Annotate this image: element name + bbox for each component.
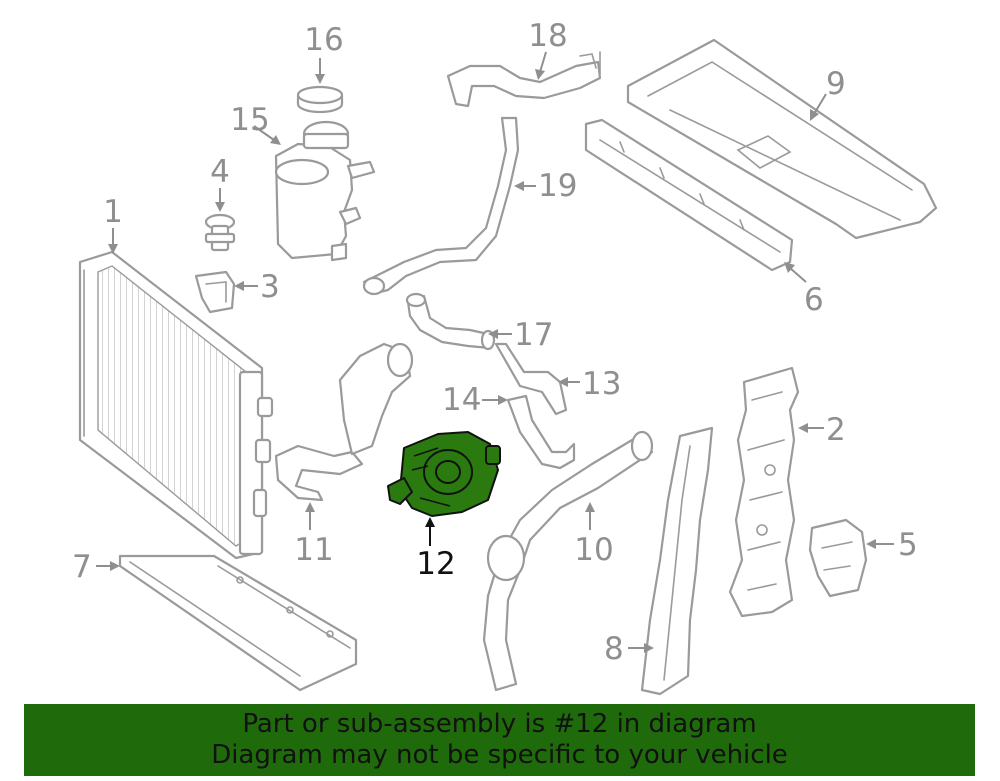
callout-4: 4: [210, 154, 230, 190]
vent-hose-part: [446, 51, 602, 108]
callout-14: 14: [442, 382, 481, 418]
callout-6: 6: [804, 282, 824, 318]
callout-17: 17: [514, 317, 553, 353]
hose-connector-part: [274, 342, 414, 502]
lower-hose-part: [482, 430, 654, 692]
bracket-clip-part: [494, 342, 568, 416]
callout-1: 1: [103, 194, 123, 230]
small-bracket-part: [808, 518, 868, 598]
upper-hose-part: [405, 292, 496, 351]
callout-16: 16: [304, 22, 343, 58]
callout-11: 11: [294, 532, 333, 568]
leader-lines: [96, 51, 894, 653]
callout-12: 12: [416, 546, 455, 582]
strap-part: [506, 394, 576, 470]
banner-line-1: Part or sub-assembly is #12 in diagram: [242, 709, 757, 739]
callout-3: 3: [260, 269, 280, 305]
callout-19: 19: [538, 168, 577, 204]
water-pump-part: [387, 431, 501, 517]
callout-9: 9: [826, 66, 846, 102]
reservoir-cap-part: [296, 85, 344, 114]
cowl-panel-part: [626, 38, 938, 240]
callout-5: 5: [898, 527, 918, 563]
parts-diagram: 1 2 3 4 5 6 7 8 9 10 11 12 13 14 15 16 1…: [72, 18, 938, 696]
callout-2: 2: [826, 412, 846, 448]
info-banner: Part or sub-assembly is #12 in diagram D…: [24, 704, 975, 776]
bleed-line-part: [362, 116, 520, 296]
callout-labels: 1 2 3 4 5 6 7 8 9 10 11 12 13 14 15 16 1…: [72, 18, 918, 667]
reservoir-part: [274, 120, 376, 262]
bracket-part: [728, 366, 800, 618]
fastener-part: [204, 213, 236, 252]
callout-13: 13: [582, 366, 621, 402]
callout-10: 10: [574, 532, 613, 568]
side-seal-part: [640, 426, 714, 696]
callout-15: 15: [230, 102, 269, 138]
air-guide-part: [118, 554, 358, 692]
shroud-strip-part: [584, 118, 794, 272]
clip-part: [194, 270, 236, 314]
radiator-part: [78, 250, 274, 560]
callout-8: 8: [604, 631, 624, 667]
callout-7: 7: [72, 549, 92, 585]
callout-18: 18: [528, 18, 567, 54]
banner-line-2: Diagram may not be specific to your vehi…: [211, 740, 788, 770]
